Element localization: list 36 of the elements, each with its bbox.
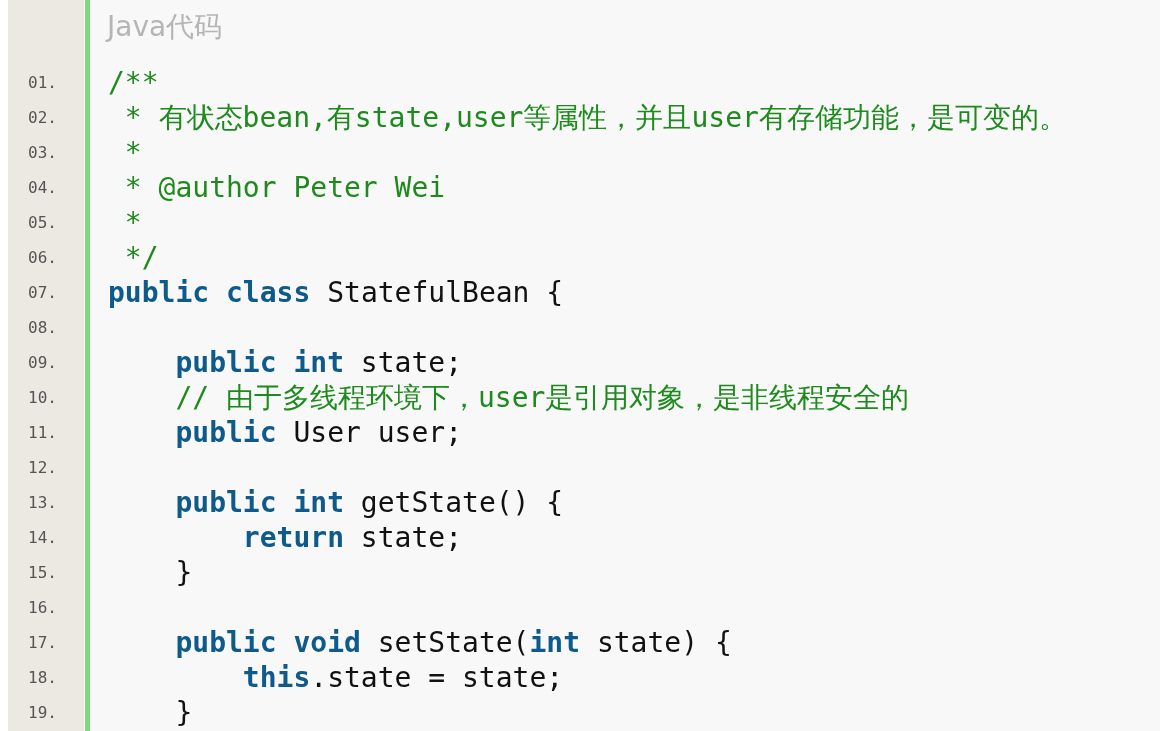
code-comment: * 有状态bean,有state,user等属性，并且user有存储功能，是可变的。 [124,101,1067,135]
line-number: 09. [28,353,57,373]
code-comment: */ [124,241,159,275]
code-line: public int getState() { [175,486,564,520]
line-number: 06. [28,248,57,268]
code-line: this.state = state; [242,661,564,695]
line-number: 01. [28,73,57,93]
line-number: 14. [28,528,57,548]
line-number: 16. [28,598,57,618]
line-number: 03. [28,143,57,163]
code-comment: * [124,206,142,240]
line-number: 10. [28,388,57,408]
code-line: public class StatefulBean { [108,276,564,310]
line-number: 19. [28,703,57,723]
line-number: 11. [28,423,57,443]
code-title: Java代码 [107,9,223,45]
code-comment: * [124,136,142,170]
line-number: 18. [28,668,57,688]
code-comment: // 由于多线程环境下，user是引用对象，是非线程安全的 [175,381,910,415]
line-number: 15. [28,563,57,583]
code-line: public void setState(int state) { [175,626,732,660]
line-number: 17. [28,633,57,653]
code-comment: /** [108,66,159,100]
line-number: 07. [28,283,57,303]
line-number: 12. [28,458,57,478]
code-line: public User user; [175,416,462,450]
code-comment: * @author Peter Wei [124,171,446,205]
code-line: public int state; [175,346,463,380]
line-number: 05. [28,213,57,233]
line-number: 02. [28,108,57,128]
code-line: } [175,556,193,590]
line-number: 08. [28,318,57,338]
code-line: return state; [242,521,462,555]
line-number: 13. [28,493,57,513]
code-line: } [175,696,193,730]
line-number: 04. [28,178,57,198]
